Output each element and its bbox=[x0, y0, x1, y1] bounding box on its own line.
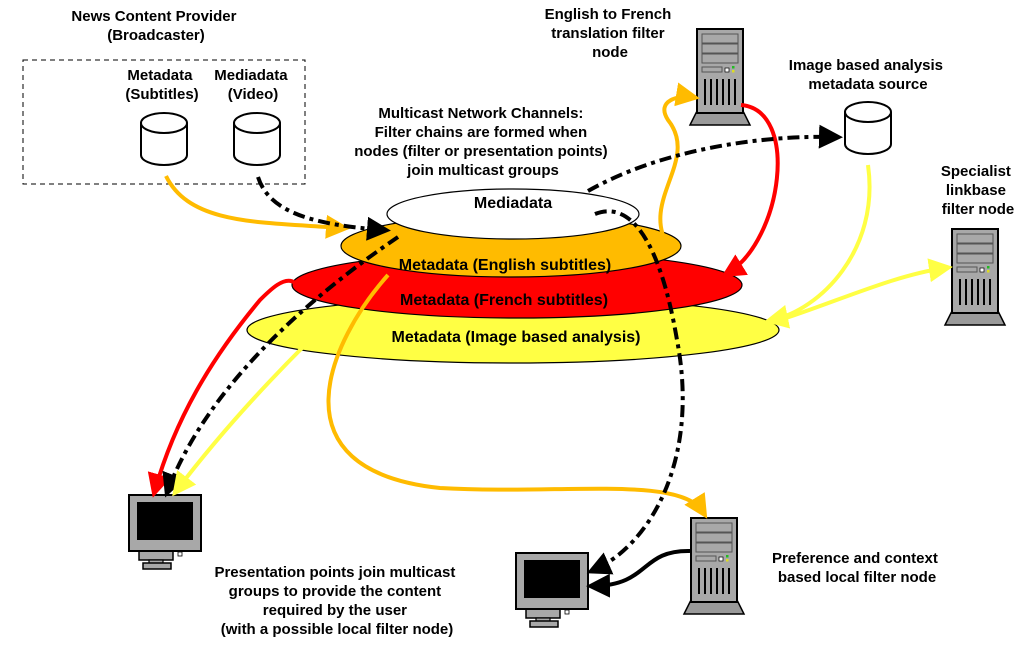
arrow-translation-to-french bbox=[721, 103, 780, 278]
presentation-monitor-2-icon bbox=[515, 552, 589, 628]
layer-english-label: Metadata (English subtitles) bbox=[399, 257, 611, 274]
linkbase-node-label: Specialist linkbase filter node bbox=[941, 163, 1015, 218]
arrow-english-to-local-filter bbox=[326, 273, 708, 519]
provider-title: News Content Provider (Broadcaster) bbox=[71, 8, 240, 44]
arrow-image-layer-to-linkbase bbox=[659, 258, 953, 343]
arrow-mediadata-to-monitor-1 bbox=[162, 235, 400, 498]
arrow-local-filter-to-monitor-2 bbox=[586, 548, 691, 598]
metadata-database-icon bbox=[140, 112, 188, 166]
layer-french-label: Metadata (French subtitles) bbox=[400, 292, 608, 309]
layer-image-label: Metadata (Image based analysis) bbox=[392, 329, 641, 346]
image-source-database-icon bbox=[844, 101, 892, 155]
arrow-image-to-monitor-1 bbox=[172, 343, 307, 497]
network-caption: Multicast Network Channels: Filter chain… bbox=[354, 105, 612, 179]
translation-server-icon bbox=[689, 28, 751, 126]
provider-box bbox=[22, 59, 306, 185]
mediadata-source-label: Mediadata (Video) bbox=[214, 67, 292, 103]
metadata-source-label: Metadata (Subtitles) bbox=[125, 67, 198, 103]
arrow-french-to-monitor-1 bbox=[147, 278, 297, 498]
presentation-caption: Presentation points join multicast group… bbox=[214, 564, 459, 638]
arrow-mediadata-to-image-source bbox=[587, 124, 843, 193]
arrow-english-to-translation bbox=[658, 82, 700, 248]
arrow-mediadata-to-monitor-2 bbox=[586, 209, 685, 575]
layer-mediadata-label: Mediadata bbox=[474, 195, 552, 212]
local-filter-label: Preference and context based local filte… bbox=[772, 550, 942, 586]
presentation-monitor-1-icon bbox=[128, 494, 202, 570]
arrow-subtitles-to-english bbox=[164, 175, 350, 239]
layer-mediadata[interactable] bbox=[386, 188, 640, 240]
local-filter-server-icon bbox=[683, 517, 745, 615]
image-source-label: Image based analysis metadata source bbox=[789, 57, 947, 93]
linkbase-server-icon bbox=[944, 228, 1006, 326]
mediadata-database-icon bbox=[233, 112, 281, 166]
arrow-image-source-to-image-layer bbox=[764, 164, 872, 329]
translation-node-label: English to French translation filter nod… bbox=[545, 6, 676, 61]
arrow-video-to-mediadata bbox=[256, 176, 391, 241]
